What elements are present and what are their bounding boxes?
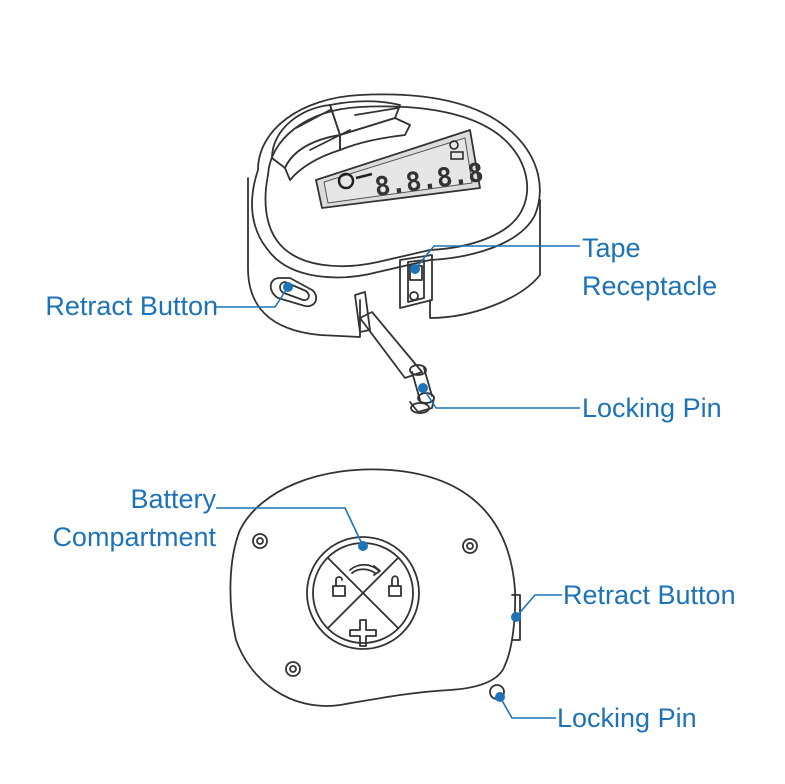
tape-strip [354, 291, 423, 379]
top-buttons [271, 100, 411, 181]
leader-bottom-locking-pin [499, 696, 556, 719]
unlock-icon [332, 576, 346, 597]
tape-receptacle [399, 254, 433, 309]
label-battery-line2: Compartment [52, 522, 216, 552]
tape-measure-top-view [247, 93, 541, 338]
label-bottom-retract-button: Retract Button [563, 576, 736, 614]
label-bottom-locking-pin: Locking Pin [557, 699, 697, 737]
label-bottom-locking-pin-text: Locking Pin [557, 703, 697, 733]
label-top-locking-pin: Locking Pin [582, 389, 722, 427]
label-top-locking-pin-text: Locking Pin [582, 393, 722, 423]
leader-bottom-retract [515, 594, 562, 618]
label-top-retract-button-text: Retract Button [45, 291, 218, 321]
label-battery-compartment: Battery Compartment [8, 480, 216, 556]
label-bottom-retract-button-text: Retract Button [563, 580, 736, 610]
leader-top-locking-pin [422, 387, 580, 409]
lcd-bar [355, 172, 373, 180]
label-tape-receptacle-line1: Tape [582, 233, 641, 263]
leader-lines [216, 245, 580, 719]
label-tape-receptacle: Tape Receptacle [582, 229, 717, 305]
rotate-arrow-icon [349, 563, 381, 576]
leader-top-retract [216, 286, 289, 308]
unit-indicator-icon [449, 140, 459, 150]
power-icon [337, 172, 355, 190]
tape-measure-bottom-view [229, 468, 521, 707]
plus-icon [349, 619, 377, 647]
leader-battery [216, 507, 364, 547]
label-top-retract-button: Retract Button [8, 287, 218, 325]
battery-compartment-cover [306, 536, 420, 650]
label-battery-line1: Battery [130, 484, 216, 514]
battery-icon [450, 151, 464, 160]
lock-icon [388, 575, 402, 597]
label-tape-receptacle-line2: Receptacle [582, 271, 718, 301]
lcd-screen [315, 129, 481, 209]
leader-tape-receptacle [414, 245, 580, 270]
callout-dots [283, 264, 521, 702]
retract-button-top-shape [269, 277, 318, 308]
